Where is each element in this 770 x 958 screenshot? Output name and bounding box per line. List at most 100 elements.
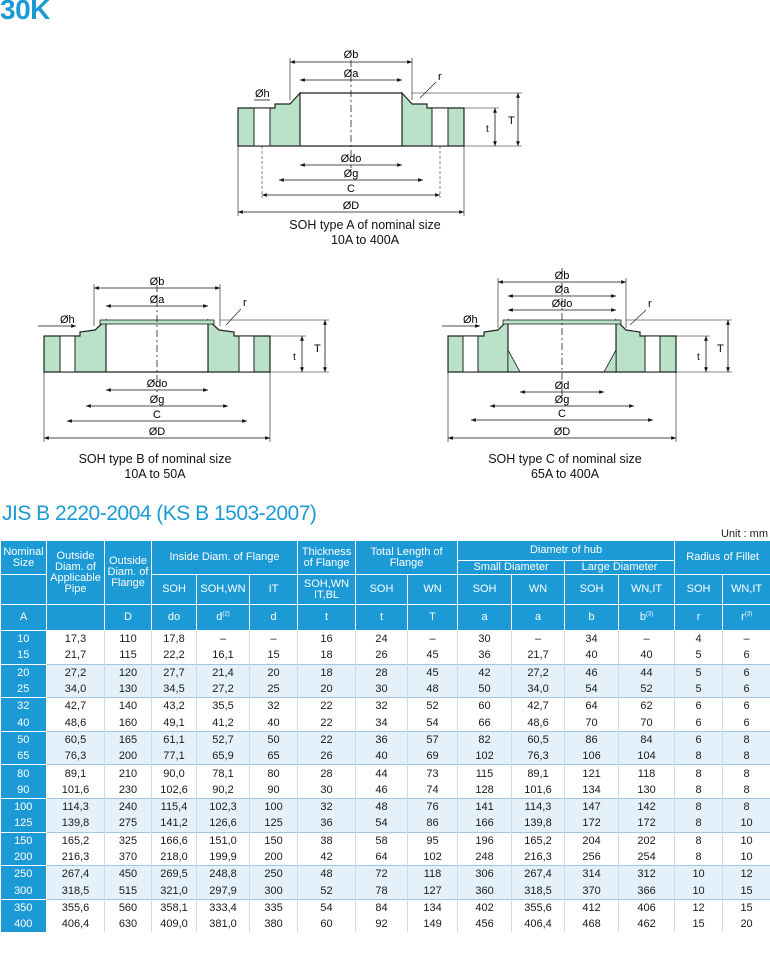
table-cell: 54	[564, 680, 620, 698]
header-thickness: Thickness of Flange	[297, 540, 357, 575]
table-cell: 250	[249, 865, 299, 883]
symbol-T: T	[407, 604, 459, 631]
table-cell: 314	[564, 865, 620, 883]
table-cell: 8	[674, 764, 724, 782]
table-cell: 28	[297, 764, 357, 782]
table-cell: 101,6	[511, 781, 566, 799]
table-cell: 100	[249, 797, 299, 816]
table-cell: 102,3	[196, 797, 250, 816]
table-cell: 196	[457, 831, 513, 849]
dim-oh-b: Øh	[60, 314, 75, 326]
table-cell: 130	[104, 680, 152, 698]
table-cell: 48	[407, 680, 459, 698]
nominal-size-cell: 90	[0, 781, 47, 799]
symbol-t2: t	[355, 604, 409, 631]
dim-t-c: t	[697, 352, 700, 363]
nominal-size-cell: 100	[0, 797, 47, 816]
table-cell: 46	[355, 781, 409, 799]
table-cell: 355,6	[511, 898, 566, 917]
table-cell: 204	[564, 831, 620, 849]
table-cell: 297,9	[196, 882, 250, 900]
table-cell: 52	[618, 680, 676, 698]
table-cell: 115	[104, 647, 152, 665]
table-cell: 560	[104, 898, 152, 917]
table-cell: 49,1	[151, 714, 197, 732]
table-cell: 149	[407, 916, 459, 933]
table-cell: 52	[297, 882, 357, 900]
table-cell: 128	[457, 781, 513, 799]
dim-c-a: C	[347, 183, 355, 195]
table-cell: 50	[249, 730, 299, 749]
table-cell: 300	[249, 882, 299, 900]
table-cell: 126,6	[196, 815, 250, 833]
bolt-hole-right-c	[644, 335, 661, 373]
table-cell: 406	[618, 898, 676, 917]
table-cell: 57	[407, 730, 459, 749]
table-cell: 254	[618, 848, 676, 866]
bolt-hole-right-b	[238, 335, 255, 373]
table-cell: 89,1	[511, 764, 566, 782]
table-cell: 54	[355, 815, 409, 833]
table-cell: 12	[674, 898, 724, 917]
table-cell: 60	[457, 697, 513, 715]
table-cell: 8	[674, 797, 724, 816]
table-cell: 36	[297, 815, 357, 833]
table-cell: 28	[355, 663, 409, 681]
table-cell: 58	[355, 831, 409, 849]
nominal-size-cell: 125	[0, 815, 47, 833]
symbol-r: r	[674, 604, 724, 631]
table-cell: 34,5	[151, 680, 197, 698]
table-cell: 360	[457, 882, 513, 900]
table-cell: 141,2	[151, 815, 197, 833]
table-cell: 366	[618, 882, 676, 900]
bolt-hole-right-a	[431, 107, 449, 147]
table-cell: 102	[457, 748, 513, 765]
table-cell: 139,8	[46, 815, 105, 833]
table-cell: –	[407, 630, 459, 648]
symbol-b: b	[564, 604, 620, 631]
nominal-size-cell: 40	[0, 714, 47, 732]
table-cell: 44	[355, 764, 409, 782]
symbol-r3: r(3)	[722, 604, 770, 631]
table-cell: 25	[249, 680, 299, 698]
table-cell: 60	[297, 916, 357, 933]
table-cell: 70	[564, 714, 620, 732]
nominal-size-cell: 350	[0, 898, 47, 917]
dim-T-a: T	[508, 115, 515, 127]
table-cell: 61,1	[151, 730, 197, 749]
table-cell: 65	[249, 748, 299, 765]
table-cell: 54	[407, 714, 459, 732]
table-cell: 35,5	[196, 697, 250, 715]
table-cell: 130	[618, 781, 676, 799]
table-cell: 321,0	[151, 882, 197, 900]
table-cell: 358,1	[151, 898, 197, 917]
table-cell: 32	[297, 797, 357, 816]
table-cell: 140	[104, 697, 152, 715]
table-cell: 462	[618, 916, 676, 933]
table-cell: 10	[722, 815, 770, 833]
table-cell: 34	[564, 630, 620, 648]
table-cell: 134	[407, 898, 459, 917]
table-cell: 267,4	[511, 865, 566, 883]
table-cell: 139,8	[511, 815, 566, 833]
table-cell: 402	[457, 898, 513, 917]
table-cell: 355,6	[46, 898, 105, 917]
symbol-A: A	[0, 604, 47, 631]
table-cell: 26	[297, 748, 357, 765]
table-cell: –	[618, 630, 676, 648]
table-cell: 160	[104, 714, 152, 732]
table-cell: 10	[674, 882, 724, 900]
table-cell: 275	[104, 815, 152, 833]
nominal-size-cell: 250	[0, 865, 47, 883]
table-cell: 142	[618, 797, 676, 816]
header-small-diameter: Small Diameter	[457, 560, 566, 575]
caption-type-c-line2: 65A to 400A	[530, 467, 600, 481]
table-cell: 118	[407, 865, 459, 883]
table-cell: 20	[297, 680, 357, 698]
symbol-d: d	[248, 604, 299, 631]
table-cell: 121	[564, 764, 620, 782]
table-cell: 86	[564, 730, 620, 749]
